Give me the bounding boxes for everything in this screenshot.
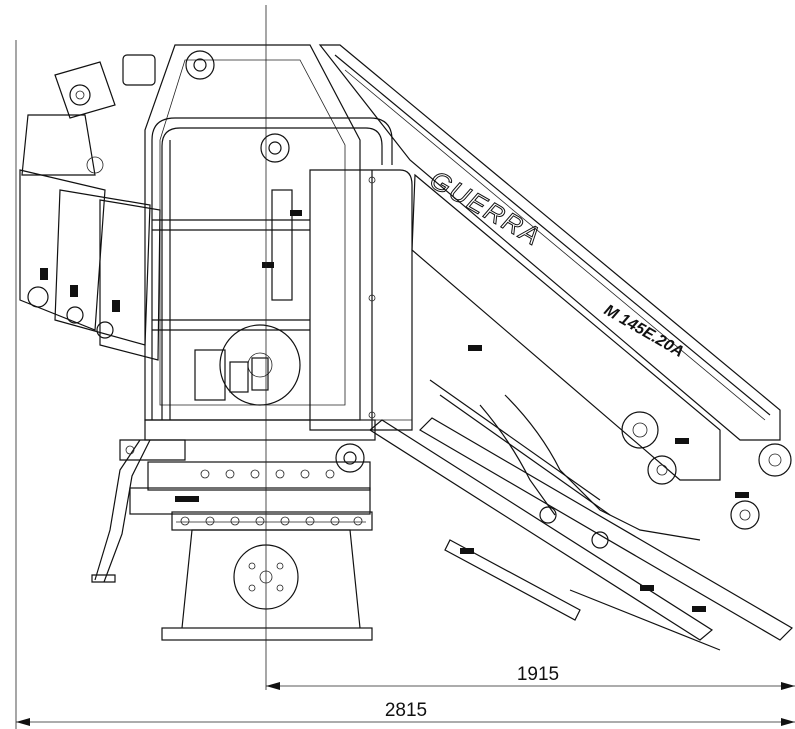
crane-column <box>144 44 376 473</box>
control-box <box>309 169 413 431</box>
outreach-dimension-label: 1915 <box>517 664 559 685</box>
operator-railing <box>151 117 393 420</box>
dimension-lines <box>15 5 795 729</box>
brand-label: GUERRA <box>425 164 547 252</box>
rear-winch-assembly <box>19 54 161 361</box>
valve-block <box>194 189 302 401</box>
hydraulic-cylinders <box>368 345 793 651</box>
overall-dimension-label: 2815 <box>385 700 427 721</box>
crane-pedestal <box>129 461 373 641</box>
main-boom <box>318 44 792 541</box>
stabilizer-leg <box>91 439 186 583</box>
